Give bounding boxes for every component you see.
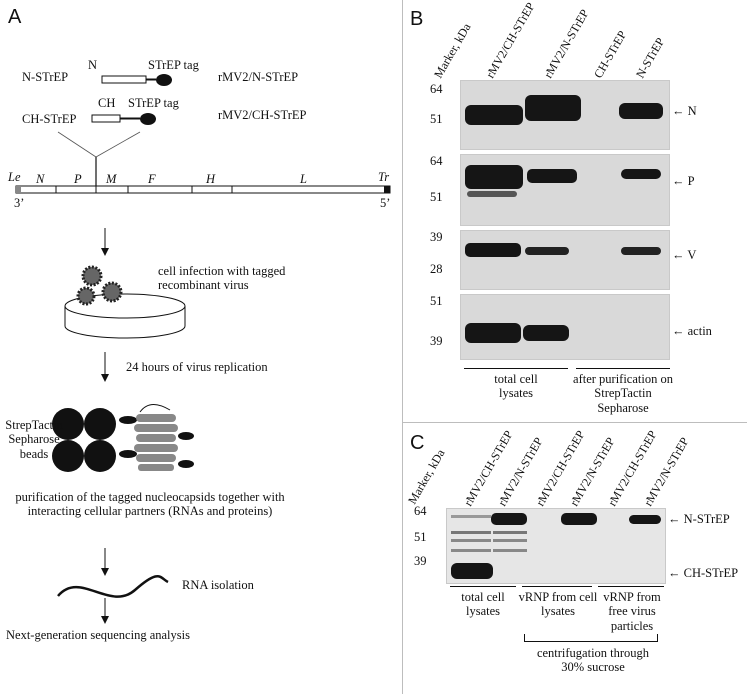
c-marker-39: 39 bbox=[414, 554, 427, 568]
c-sucrose-label: centrifugation through 30% sucrose bbox=[536, 646, 650, 675]
n-tag-label: STrEP tag bbox=[148, 58, 199, 72]
b-n-marker-64: 64 bbox=[430, 82, 443, 96]
band bbox=[465, 105, 523, 125]
genome-end-5prime: 5’ bbox=[380, 196, 391, 210]
rna-strand-icon bbox=[57, 575, 169, 598]
sepharose-beads-icon bbox=[52, 408, 137, 472]
n-strep-label: N-STrEP bbox=[22, 70, 69, 84]
band bbox=[451, 549, 491, 552]
genome-gene-p: P bbox=[74, 172, 82, 186]
band bbox=[467, 191, 517, 197]
b-p-marker-64: 64 bbox=[430, 154, 443, 168]
step-infection-text: cell infection with tagged recombinant v… bbox=[158, 264, 286, 293]
band bbox=[525, 95, 581, 121]
b-n-target: ← N bbox=[672, 104, 697, 118]
ch-tag-label: STrEP tag bbox=[128, 96, 179, 110]
n-strep-tag-icon bbox=[156, 74, 172, 86]
band bbox=[561, 513, 597, 525]
band bbox=[523, 325, 569, 341]
blot-n bbox=[460, 80, 670, 150]
band bbox=[527, 169, 577, 183]
beads-label: StrepTactin Sepharose beads bbox=[5, 418, 63, 461]
b-v-marker-28: 28 bbox=[430, 262, 443, 276]
band bbox=[465, 243, 521, 257]
panel-b-letter: B bbox=[410, 8, 424, 30]
band bbox=[621, 247, 661, 255]
genome-leader bbox=[16, 186, 21, 193]
b-actin-marker-51: 51 bbox=[430, 294, 443, 308]
genome-gene-h: H bbox=[206, 172, 216, 186]
genome-gene-m: M bbox=[106, 172, 117, 186]
b-group-left-label: total cell lysates bbox=[494, 372, 538, 401]
blot-p bbox=[460, 154, 670, 226]
c-group1-label: total cell lysates bbox=[461, 590, 505, 619]
step-rna-text: RNA isolation bbox=[182, 578, 254, 592]
b-group-right-label: after purification on StrepTactin Sephar… bbox=[573, 372, 673, 415]
band bbox=[525, 247, 569, 255]
step-replication-text: 24 hours of virus replication bbox=[126, 360, 268, 374]
ch-virus-label: rMV2/CH-STrEP bbox=[218, 108, 307, 122]
ch-strep-tag-icon bbox=[140, 113, 156, 125]
genome-gene-f: F bbox=[148, 172, 156, 186]
b-p-marker-51: 51 bbox=[430, 190, 443, 204]
band bbox=[493, 539, 527, 542]
genome-trailer bbox=[384, 186, 390, 193]
c-group3-label: vRNP from free virus particles bbox=[603, 590, 661, 633]
band bbox=[451, 531, 491, 534]
b-group-left-line bbox=[464, 368, 568, 369]
c-sucrose-bracket bbox=[524, 634, 658, 642]
blot-v bbox=[460, 230, 670, 290]
panel-divider-vertical bbox=[402, 0, 403, 694]
c-group1-line bbox=[450, 586, 516, 587]
genome-end-3prime: 3’ bbox=[14, 196, 25, 210]
n-virus-label: rMV2/N-STrEP bbox=[218, 70, 299, 84]
step-purification-text: purification of the tagged nucleocapsids… bbox=[15, 490, 285, 519]
ch-strep-label: CH-STrEP bbox=[22, 112, 77, 126]
genome-gene-tr: Tr bbox=[378, 170, 390, 184]
panel-divider-horizontal bbox=[402, 422, 747, 423]
band bbox=[465, 165, 523, 189]
b-actin-marker-39: 39 bbox=[430, 334, 443, 348]
c-marker-64: 64 bbox=[414, 504, 427, 518]
genome-gene-le: Le bbox=[8, 170, 21, 184]
c-marker-51: 51 bbox=[414, 530, 427, 544]
nucleocapsid-icon bbox=[134, 404, 194, 471]
b-p-target: ← P bbox=[672, 174, 695, 188]
band bbox=[619, 103, 663, 119]
band bbox=[451, 515, 491, 518]
panel-c-letter: C bbox=[410, 432, 425, 454]
b-group-right-line bbox=[576, 368, 670, 369]
blot-actin bbox=[460, 294, 670, 360]
ch-gene-label: CH bbox=[98, 96, 116, 110]
band bbox=[629, 515, 661, 524]
c-band-ch-label: ← CH-STrEP bbox=[668, 566, 739, 580]
band bbox=[465, 323, 521, 343]
n-gene-label: N bbox=[88, 58, 98, 72]
band bbox=[493, 549, 527, 552]
c-group3-line bbox=[598, 586, 664, 587]
band bbox=[493, 531, 527, 534]
culture-dish-icon bbox=[64, 293, 186, 339]
c-group2-line bbox=[522, 586, 592, 587]
b-v-marker-39: 39 bbox=[430, 230, 443, 244]
genome-gene-l: L bbox=[300, 172, 307, 186]
band bbox=[451, 539, 491, 542]
b-actin-target: ← actin bbox=[672, 324, 712, 338]
genome-bar bbox=[15, 185, 391, 194]
band bbox=[491, 513, 527, 525]
panel-a-letter: A bbox=[8, 6, 22, 28]
b-v-target: ← V bbox=[672, 248, 697, 262]
c-group2-label: vRNP from cell lysates bbox=[518, 590, 598, 619]
c-band-n-label: ← N-STrEP bbox=[668, 512, 730, 526]
blot-c bbox=[446, 508, 666, 584]
virus-particle-icon bbox=[76, 265, 123, 306]
b-n-marker-51: 51 bbox=[430, 112, 443, 126]
ch-gene-box bbox=[91, 114, 121, 123]
band bbox=[451, 563, 493, 579]
band bbox=[621, 169, 661, 179]
genome-gene-n: N bbox=[36, 172, 45, 186]
step-sequencing-text: Next-generation sequencing analysis bbox=[6, 628, 190, 642]
n-gene-box bbox=[101, 75, 147, 84]
